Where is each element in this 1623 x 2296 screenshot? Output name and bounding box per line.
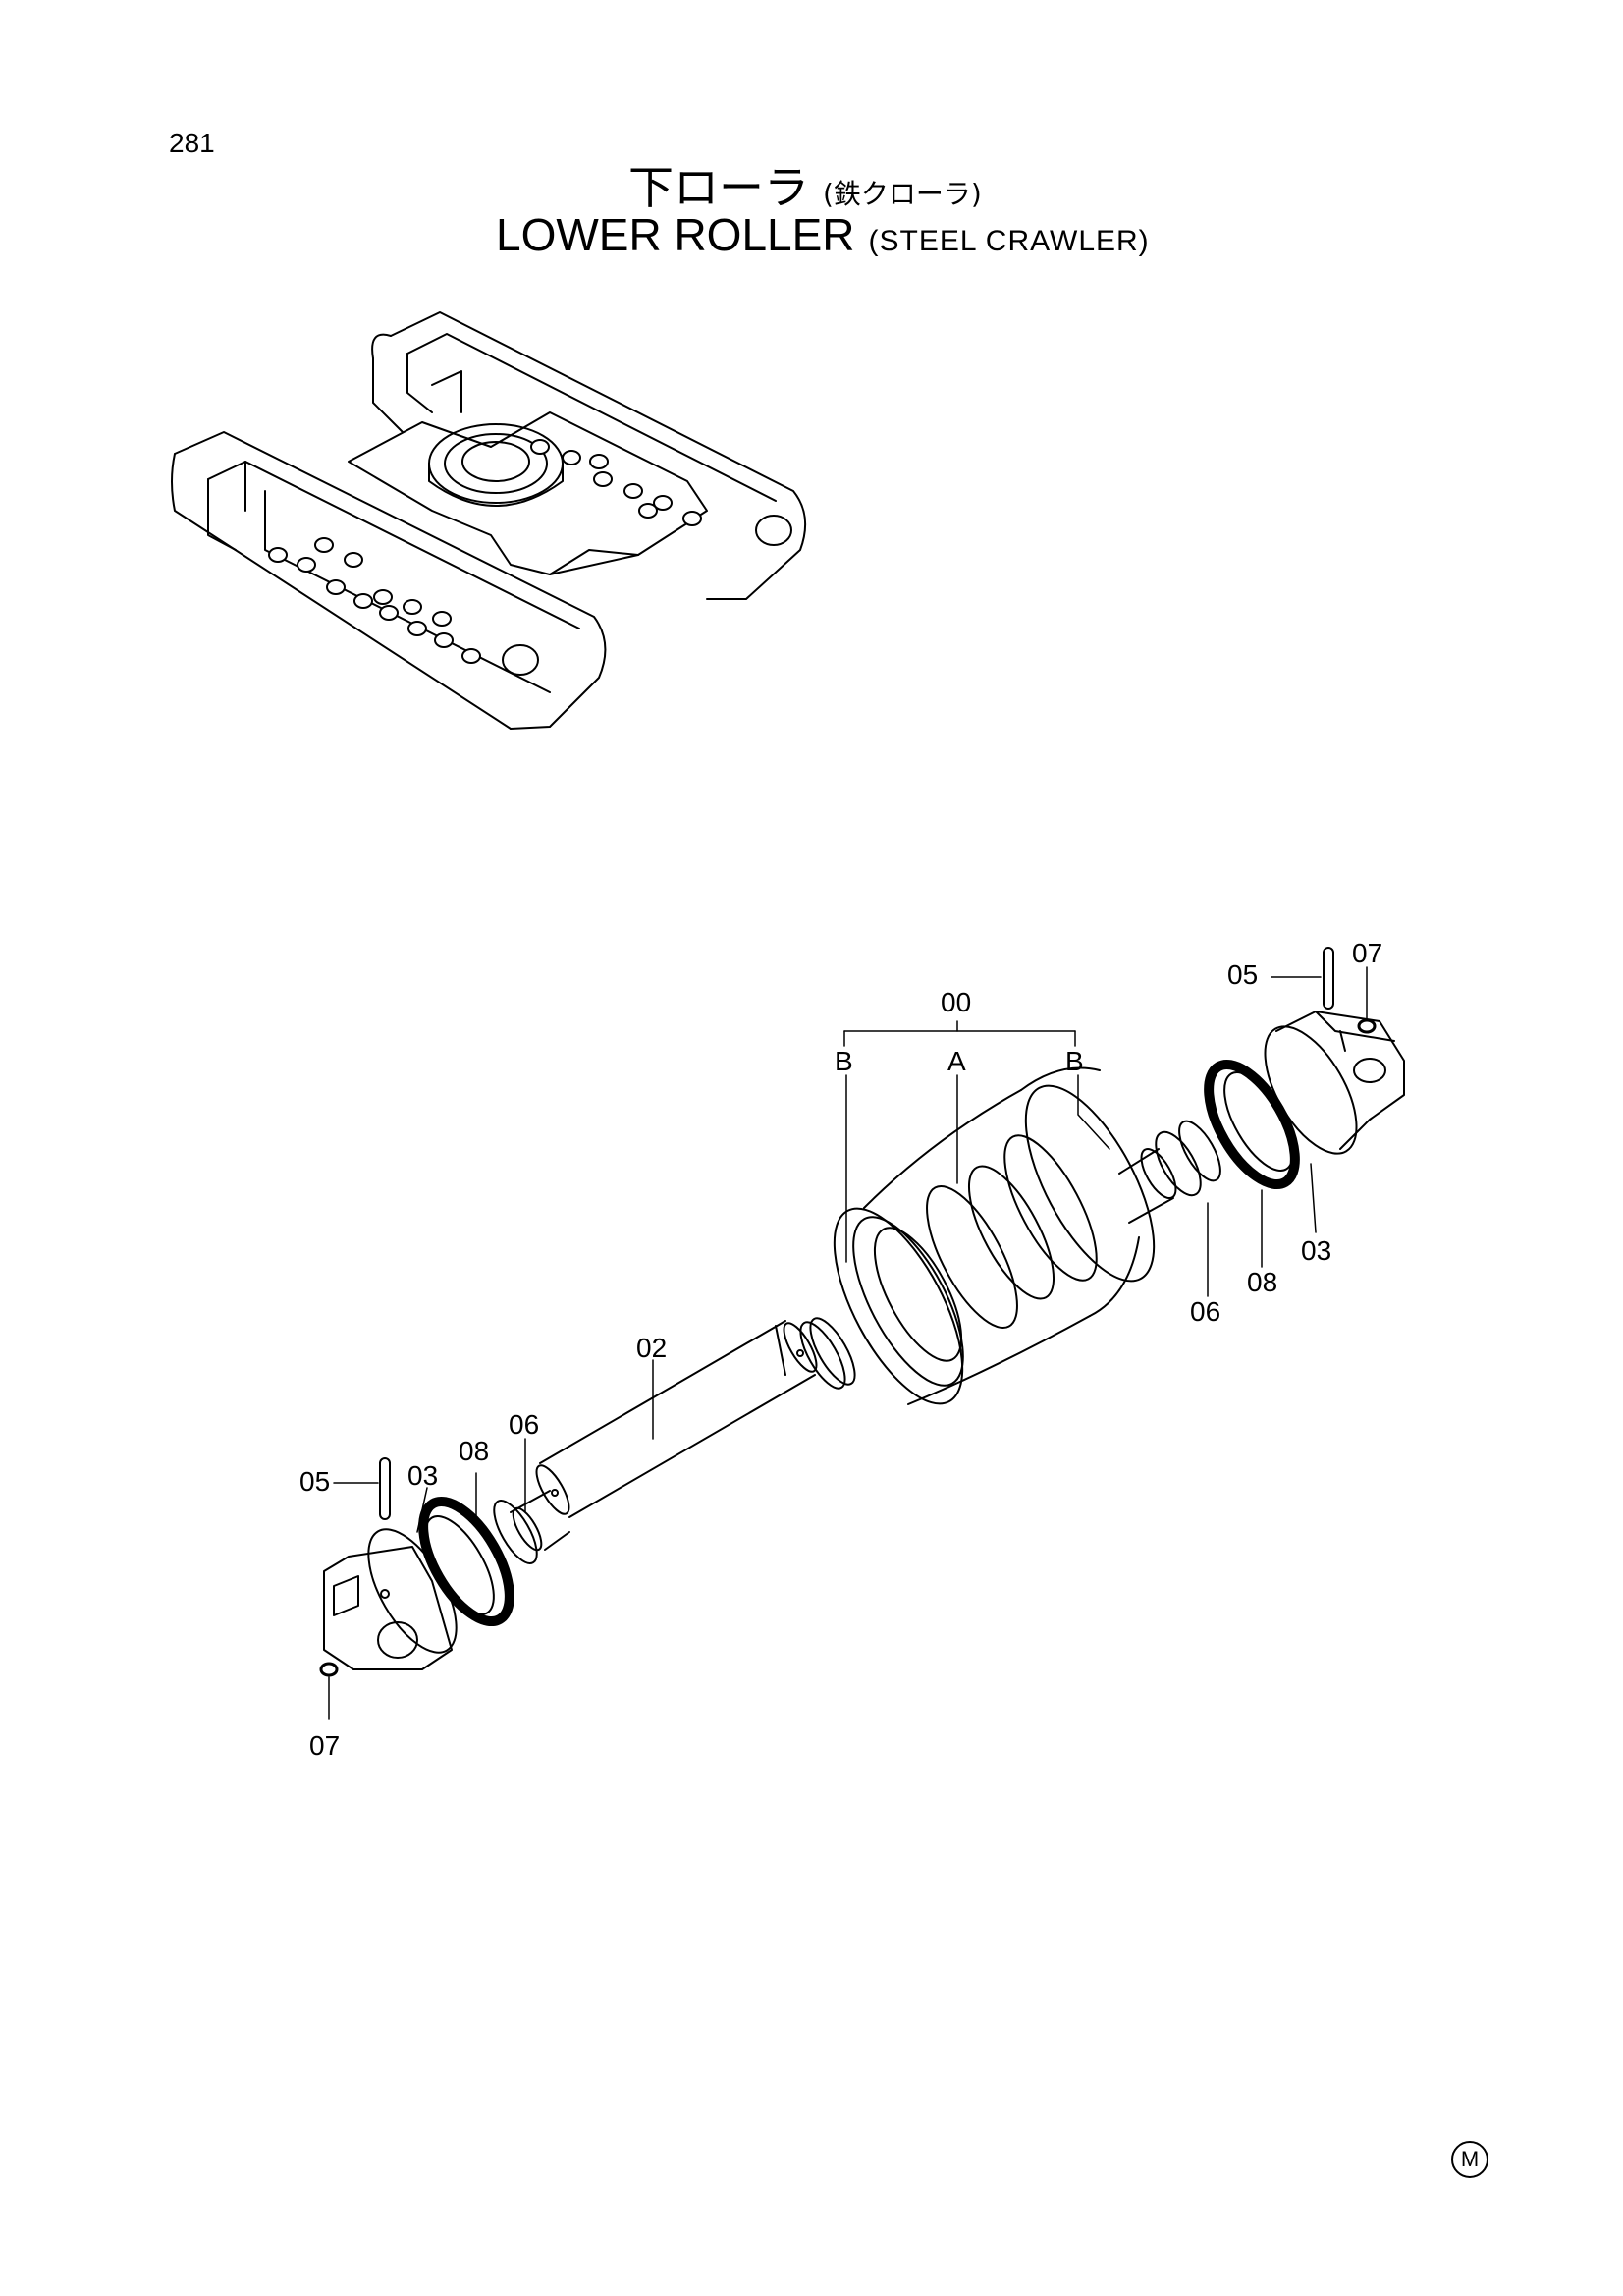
seal-right-part <box>1204 1059 1300 1190</box>
title-english-sub: (STEEL CRAWLER) <box>868 225 1150 257</box>
callout-pin-right: 05 <box>1227 959 1258 990</box>
title-japanese-sub: (鉄クローラ) <box>823 178 982 210</box>
plug-left-part <box>319 1662 339 1720</box>
pin-right-part <box>1271 947 1334 1010</box>
plug-right-part <box>1357 966 1377 1034</box>
shaft-right-end <box>1118 1120 1221 1224</box>
callout-collar-right: 03 <box>1301 1235 1331 1266</box>
callout-plug-right: 07 <box>1352 938 1382 968</box>
title-english: LOWER ROLLER (STEEL CRAWLER) <box>496 208 1150 261</box>
callout-collar-left: 03 <box>407 1460 438 1491</box>
callout-oring-left: 06 <box>509 1409 539 1440</box>
callout-plug-left: 07 <box>309 1730 340 1761</box>
leader-lines <box>416 1020 1317 1533</box>
collar-right-part <box>1264 1011 1405 1155</box>
page-number: 281 <box>169 128 215 158</box>
title-japanese: 下ローラ (鉄クローラ) <box>628 152 982 217</box>
callout-oring-right: 06 <box>1190 1296 1220 1327</box>
callout-seal-left: 08 <box>459 1436 489 1466</box>
callout-shaft: 02 <box>636 1333 667 1363</box>
pin-left-part <box>333 1457 391 1520</box>
callout-seal-right: 08 <box>1247 1267 1277 1297</box>
roller-body-part <box>833 1066 1156 1405</box>
seal-left-part <box>418 1496 514 1627</box>
shaft-part <box>510 1317 856 1552</box>
title-japanese-main: 下ローラ <box>628 161 809 214</box>
callout-part-a: A <box>947 1046 966 1076</box>
undercarriage-overview-illustration <box>171 311 807 730</box>
oring-left-part <box>493 1500 538 1564</box>
callout-pin-left: 05 <box>299 1466 330 1497</box>
title-english-main: LOWER ROLLER <box>496 209 855 260</box>
collar-left-part <box>323 1528 458 1670</box>
callout-assembly: 00 <box>941 987 971 1017</box>
footer-m-mark: M <box>1451 2141 1488 2178</box>
callout-part-b-left: B <box>835 1046 853 1076</box>
callout-part-b-right: B <box>1065 1046 1084 1076</box>
callout-labels: 00 B A B 02 06 08 03 05 07 06 08 03 05 0… <box>299 938 1382 1761</box>
